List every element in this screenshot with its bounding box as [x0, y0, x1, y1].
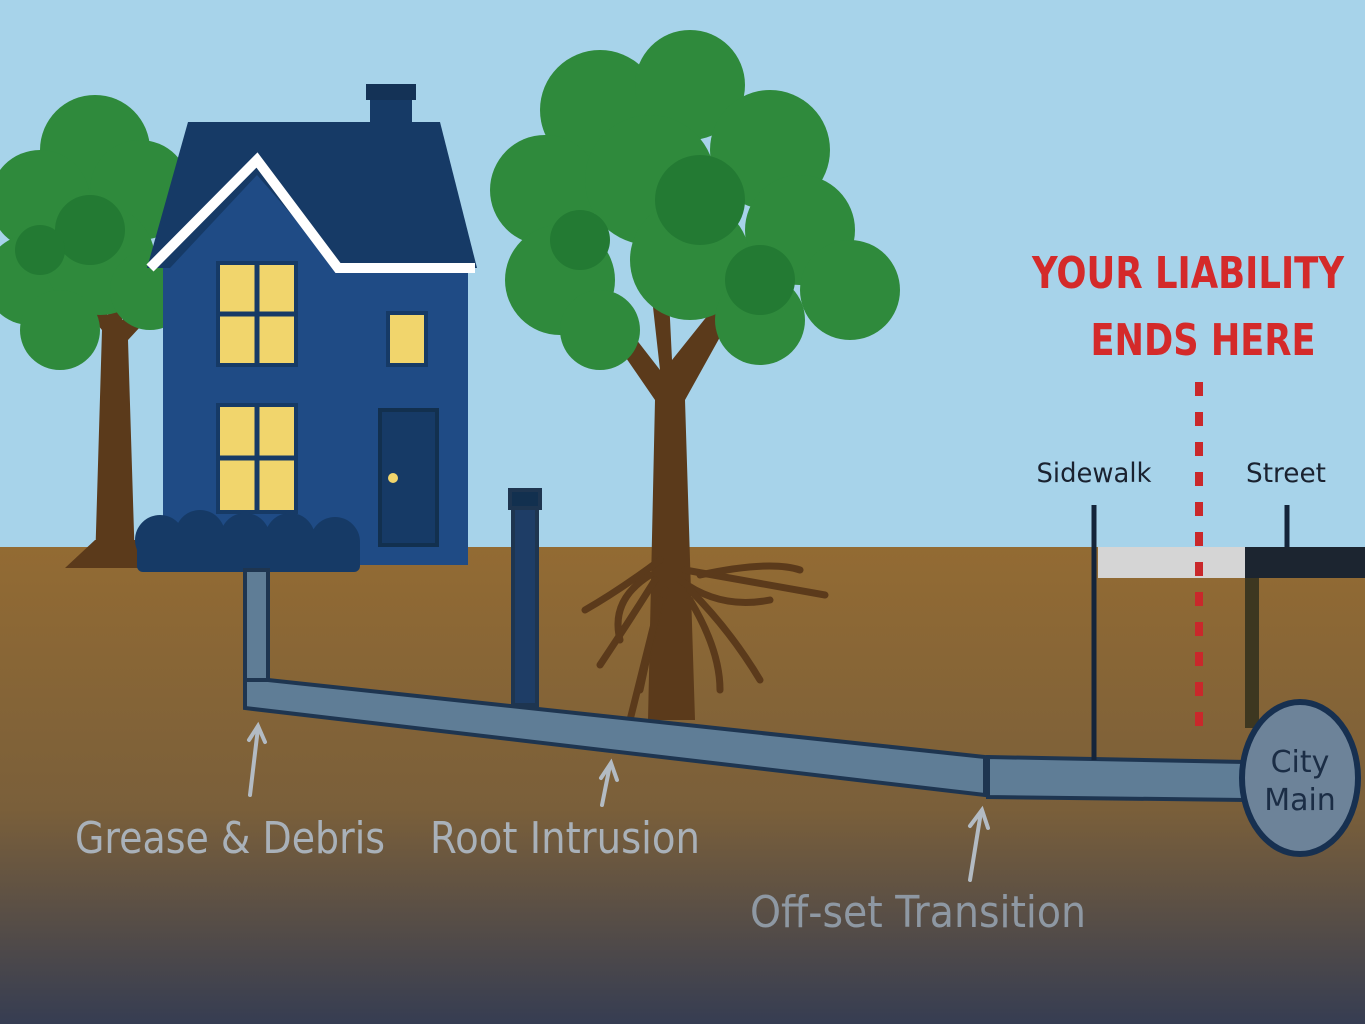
sidewalk-slab [1098, 547, 1245, 578]
bushes [135, 510, 360, 572]
grease-debris-label: Grease & Debris [75, 813, 385, 864]
offset-transition-label: Off-set Transition [750, 887, 1086, 938]
liability-heading-line2: ENDS HERE [1091, 315, 1316, 366]
cleanout-vent [511, 488, 539, 707]
city-main [1239, 699, 1361, 857]
house [135, 84, 477, 572]
city-main-label-line2: Main [1264, 783, 1336, 818]
street-slab [1245, 547, 1365, 578]
door-knob [388, 473, 398, 483]
window [386, 311, 428, 367]
root-intrusion-label: Root Intrusion [430, 813, 700, 864]
curb-wall [1245, 578, 1259, 728]
big-tree [490, 30, 900, 744]
sewer-lateral-pipe [243, 488, 1247, 803]
city-main-label-line1: City [1271, 745, 1330, 780]
sidewalk-label: Sidewalk [1037, 458, 1152, 489]
problem-arrows [247, 721, 990, 882]
liability-heading-line1: YOUR LIABILITY [1031, 248, 1345, 299]
street-label: Street [1246, 458, 1326, 489]
